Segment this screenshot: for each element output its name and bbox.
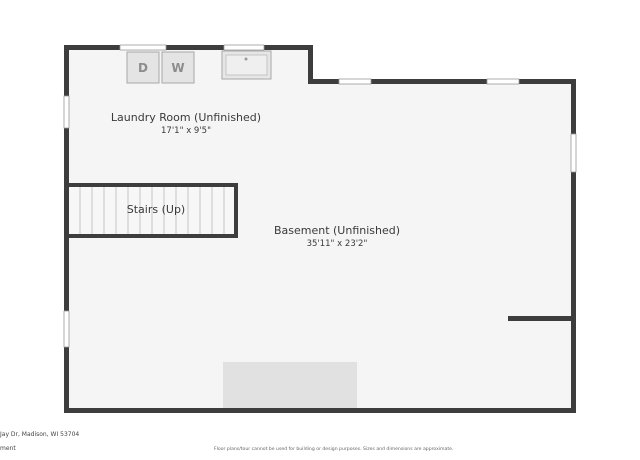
interior-partition bbox=[508, 316, 574, 321]
window-left-upper bbox=[63, 95, 70, 129]
footer-level: ment bbox=[0, 445, 16, 452]
windows bbox=[63, 44, 577, 348]
stairs bbox=[66, 183, 238, 238]
washer-label: W bbox=[171, 61, 184, 75]
footer-disclaimer: Floor plans/tour cannot be used for buil… bbox=[214, 447, 454, 452]
room-dims-laundry: 17'1" x 9'5" bbox=[161, 126, 211, 136]
room-name-laundry: Laundry Room (Unfinished) bbox=[111, 111, 261, 124]
window-left-lower bbox=[63, 310, 70, 348]
room-name-stairs: Stairs (Up) bbox=[127, 203, 185, 216]
sink bbox=[221, 50, 272, 80]
window-right bbox=[570, 133, 577, 173]
room-dims-basement: 35'11" x 23'2" bbox=[307, 239, 368, 249]
window-top-sink bbox=[223, 44, 265, 51]
room-name-basement: Basement (Unfinished) bbox=[274, 224, 400, 237]
exterior-walls bbox=[64, 45, 576, 413]
floor-area bbox=[66, 47, 573, 410]
dishwasher-label: D bbox=[138, 61, 148, 75]
washer: W bbox=[161, 51, 195, 84]
window-top-mid bbox=[338, 78, 372, 85]
footer-address: Jay Dr, Madison, WI 53704 bbox=[0, 431, 80, 438]
utility-fixture bbox=[223, 362, 357, 409]
dishwasher: D bbox=[126, 51, 160, 84]
window-top-left bbox=[119, 44, 167, 51]
window-top-right bbox=[486, 78, 520, 85]
